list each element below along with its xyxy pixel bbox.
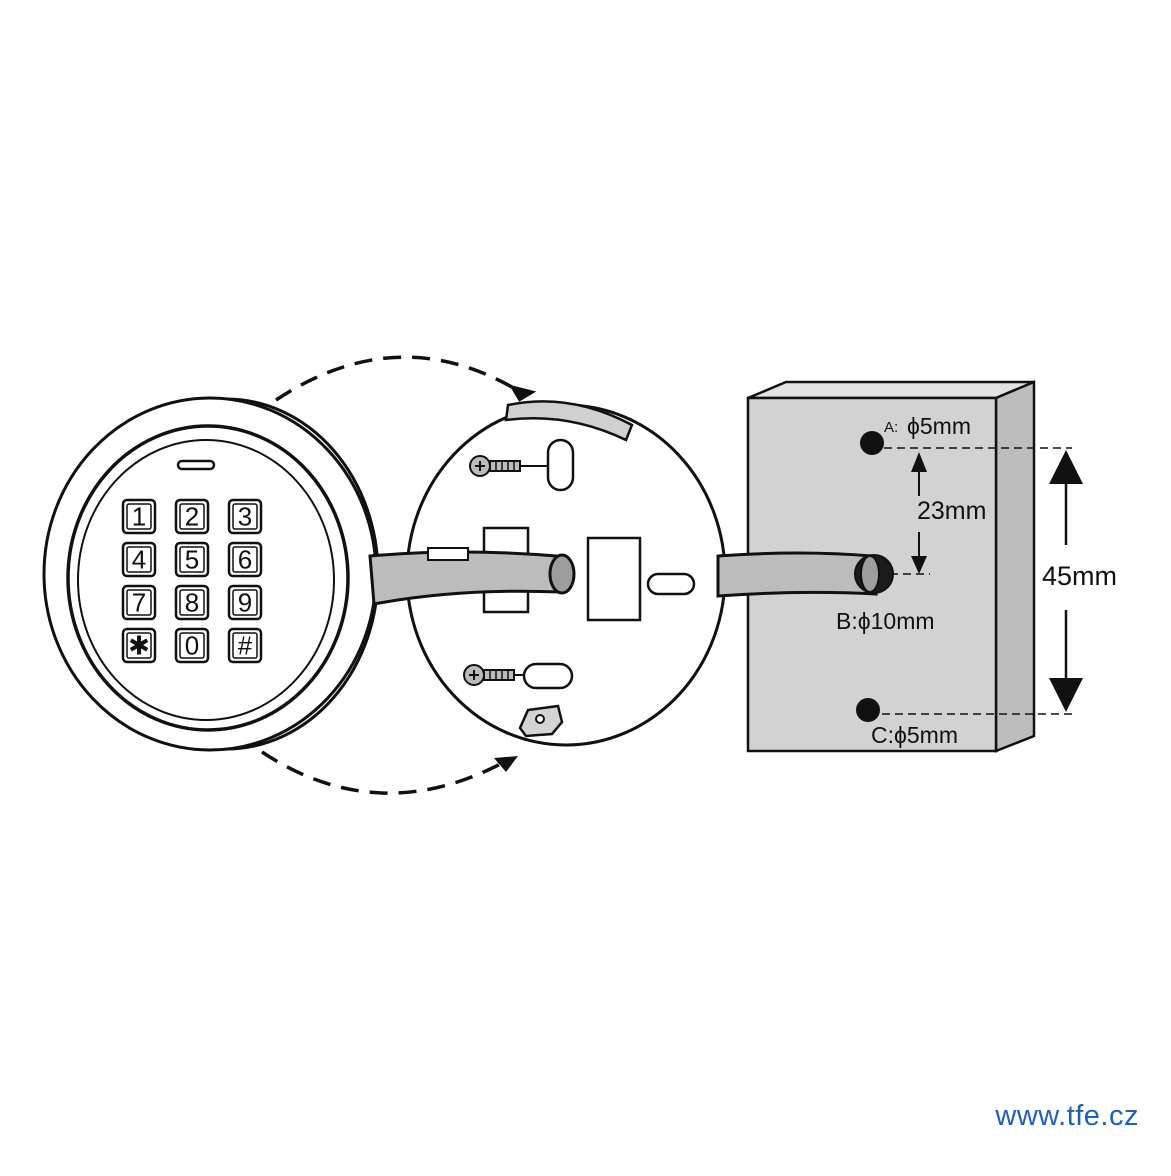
hole-a-prefix: A: xyxy=(884,419,898,436)
keypad-key: 8 xyxy=(174,584,210,621)
keypad-key: # xyxy=(227,627,263,664)
keypad-key-label: 0 xyxy=(185,631,199,661)
spacing-small-label: 23mm xyxy=(917,497,986,525)
keypad-key-label: # xyxy=(238,631,253,661)
keypad-key-label: 2 xyxy=(185,502,199,532)
keypad-key-label: 4 xyxy=(132,545,146,575)
keypad-key: 0 xyxy=(174,627,210,664)
screw-lower-icon xyxy=(463,664,540,686)
keypad-key-label: 3 xyxy=(238,502,252,532)
keypad-key: 5 xyxy=(174,541,210,578)
keypad-key: 3 xyxy=(227,498,263,535)
keypad-front-view: 1 2 3 4 5 6 7 8 9 ✱ 0 # xyxy=(42,396,380,752)
keypad-key: ✱ xyxy=(121,627,157,664)
hole-b-label: B:ϕ10mm xyxy=(836,608,935,634)
keypad-key-label: 8 xyxy=(185,588,199,618)
led-indicator xyxy=(176,459,216,471)
keypad-key-label: ✱ xyxy=(128,631,150,661)
keypad-key-label: 1 xyxy=(132,502,146,532)
keypad-key-label: 6 xyxy=(238,545,252,575)
hole-a-marker xyxy=(860,431,884,455)
screw-upper-icon xyxy=(469,455,552,477)
hole-c-label: C:ϕ5mm xyxy=(871,722,958,748)
flip-arrow-bottom xyxy=(261,750,509,795)
hole-c-marker xyxy=(856,698,880,722)
keypad-key: 4 xyxy=(121,541,157,578)
website-url[interactable]: www.tfe.cz xyxy=(995,1100,1139,1132)
flip-arrow-bottom-head xyxy=(494,756,518,772)
cable-box-side xyxy=(716,551,878,598)
lower-slot-hole xyxy=(522,662,574,690)
flip-arrow-top-head xyxy=(508,384,537,402)
hole-a-size: ϕ5mm xyxy=(907,413,971,439)
keypad-key: 9 xyxy=(227,584,263,621)
keypad-keys: 1 2 3 4 5 6 7 8 9 ✱ 0 # xyxy=(121,498,263,664)
keypad-key: 6 xyxy=(227,541,263,578)
keypad-key: 2 xyxy=(174,498,210,535)
keypad-key-label: 9 xyxy=(238,588,252,618)
upper-slot-hole xyxy=(546,438,575,492)
flip-arrow-top xyxy=(275,355,523,402)
keypad-key-label: 5 xyxy=(185,545,199,575)
keypad-key-label: 7 xyxy=(132,588,146,618)
spacing-large-label: 45mm xyxy=(1042,561,1117,591)
keypad-key: 7 xyxy=(121,584,157,621)
keypad-key: 1 xyxy=(121,498,157,535)
